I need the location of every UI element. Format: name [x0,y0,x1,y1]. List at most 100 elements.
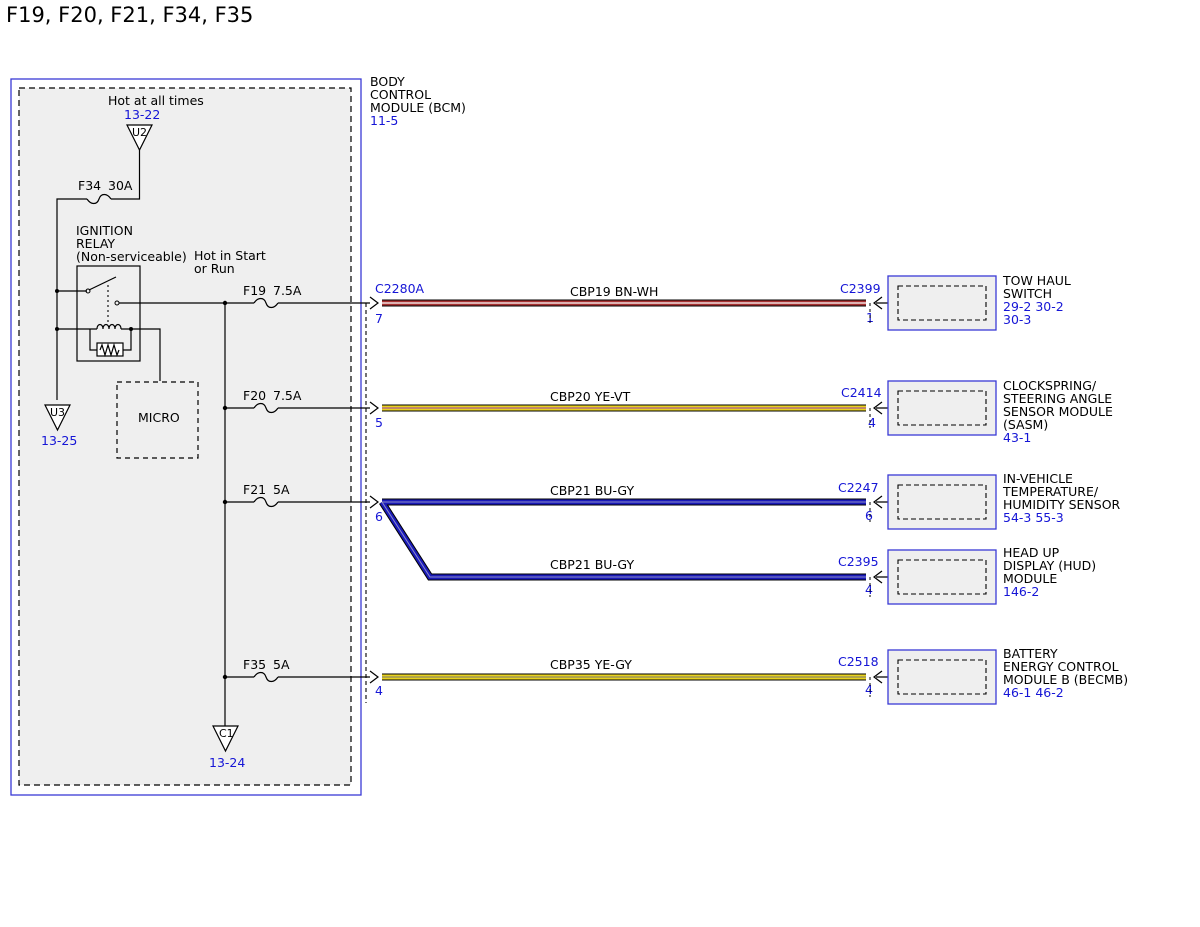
u2-connector-icon [126,124,153,152]
bcm-connector-label[interactable]: C2280A [375,281,425,296]
f34-fuse-icon [86,193,112,205]
component-pin: 4 [865,682,873,697]
component-pin-arrow-icon [873,401,888,415]
u3-ref[interactable]: 13-25 [41,433,77,448]
bcm-pin-5: 5 [375,415,383,430]
component-ref[interactable]: 29-2 30-2 [1003,299,1064,314]
component-pin: 4 [868,415,876,430]
component-connector[interactable]: C2518 [838,654,879,669]
component-label: (SASM) [1003,417,1048,432]
component-label: HEAD UP [1003,545,1060,560]
component-tow-haul-switch[interactable] [887,275,997,331]
component-ref[interactable]: 146-2 [1003,584,1039,599]
fuse-name: F20 [243,388,266,403]
bcm-pin-4: 4 [375,683,383,698]
relay-coil-icon [96,323,122,330]
fuse-amp: 5A [273,482,290,497]
fuse-amp: 7.5A [273,283,302,298]
fuse-icon [253,496,279,508]
component-label: STEERING ANGLE [1003,391,1112,406]
component-connector[interactable]: C2247 [838,480,879,495]
fuse-name: F35 [243,657,266,672]
component-connector[interactable]: C2414 [841,385,882,400]
resistor-box [96,342,124,357]
c1-ref[interactable]: 13-24 [209,755,245,770]
component-label: HUMIDITY SENSOR [1003,497,1121,512]
component-label: MODULE B (BECMB) [1003,672,1128,687]
fuse-amp: 5A [273,657,290,672]
relay-label-3: (Non-serviceable) [76,249,187,264]
hot-ref[interactable]: 13-22 [124,107,160,122]
component-pin-arrow-icon [873,495,888,509]
wire-cbp21-temp[interactable] [379,498,866,581]
component-label: IN-VEHICLE [1003,471,1073,486]
resistor-icon [99,342,120,358]
component-label: MODULE [1003,571,1057,586]
diagram-title: F19, F20, F21, F34, F35 [6,3,253,27]
bcm-name-line-3: MODULE (BCM) [370,100,466,115]
component-pin: 4 [865,582,873,597]
relay-label-1: IGNITION [76,223,133,238]
component-ref[interactable]: 30-3 [1003,312,1031,327]
c1-label: C1 [219,727,234,740]
circuit-label: CBP19 BN-WH [570,284,658,299]
f34-label: F34 [78,178,101,193]
hot-at-all-times-label: Hot at all times [108,93,204,108]
ignition-relay-box [76,265,141,362]
component-label: DISPLAY (HUD) [1003,558,1096,573]
component-sasm[interactable] [887,380,997,436]
c1-connector-icon [212,725,239,753]
circuit-label: CBP21 BU-GY [550,557,634,572]
component-ref[interactable]: 43-1 [1003,430,1031,445]
hot-in-start-label-1: Hot in Start [194,248,266,263]
component-label: ENERGY CONTROL [1003,659,1119,674]
component-label: TOW HAUL [1002,273,1071,288]
fuse-name: F19 [243,283,266,298]
component-connector[interactable]: C2399 [840,281,881,296]
component-connector[interactable]: C2395 [838,554,879,569]
component-becmb[interactable] [887,649,997,705]
bcm-pin-arrow-icon [369,495,379,509]
circuit-label: CBP35 YE-GY [550,657,632,672]
hot-in-start-label-2: or Run [194,261,235,276]
u2-label: U2 [132,126,147,139]
fuse-icon [253,297,279,309]
micro-box [116,381,199,459]
relay-contact-icon [85,288,91,294]
fuse-icon [253,671,279,683]
component-label: TEMPERATURE/ [1002,484,1099,499]
relay-switch-arm-icon [88,276,117,291]
fuse-row-f20: F20 7.5A [222,388,370,414]
bcm-pin-arrow-icon [369,296,379,310]
circuit-label: CBP20 YE-VT [550,389,631,404]
fuse-row-f35: F35 5A [222,657,370,683]
fuse-row-f21: F21 5A [222,482,370,508]
fuse-name: F21 [243,482,266,497]
bcm-name-line-1: BODY [370,74,405,89]
micro-label: MICRO [138,410,180,425]
component-pin-arrow-icon [873,296,888,310]
u3-label: U3 [50,406,65,419]
u2-feed-wire [111,150,141,200]
bcm-pin-6: 6 [375,509,383,524]
f34-amp: 30A [108,178,133,193]
bcm-pin-7: 7 [375,311,383,326]
bcm-name-line-2: CONTROL [370,87,431,102]
relay-feed-wire [56,198,87,400]
component-label: BATTERY [1003,646,1058,661]
bcm-pin-arrow-icon [369,670,379,684]
component-ref[interactable]: 54-3 55-3 [1003,510,1064,525]
component-label: SWITCH [1003,286,1052,301]
component-pin-arrow-icon [873,670,888,684]
component-ref[interactable]: 46-1 46-2 [1003,685,1064,700]
component-temp-humidity-sensor[interactable] [887,474,997,530]
bcm-pin-arrow-icon [369,401,379,415]
component-pin-arrow-icon [873,570,888,584]
component-hud-module[interactable] [887,549,997,605]
component-label: SENSOR MODULE [1003,404,1113,419]
bcm-ref[interactable]: 11-5 [370,113,398,128]
bcm-inner-box [18,87,352,786]
circuit-label: CBP21 BU-GY [550,483,634,498]
component-pin: 6 [865,508,873,523]
